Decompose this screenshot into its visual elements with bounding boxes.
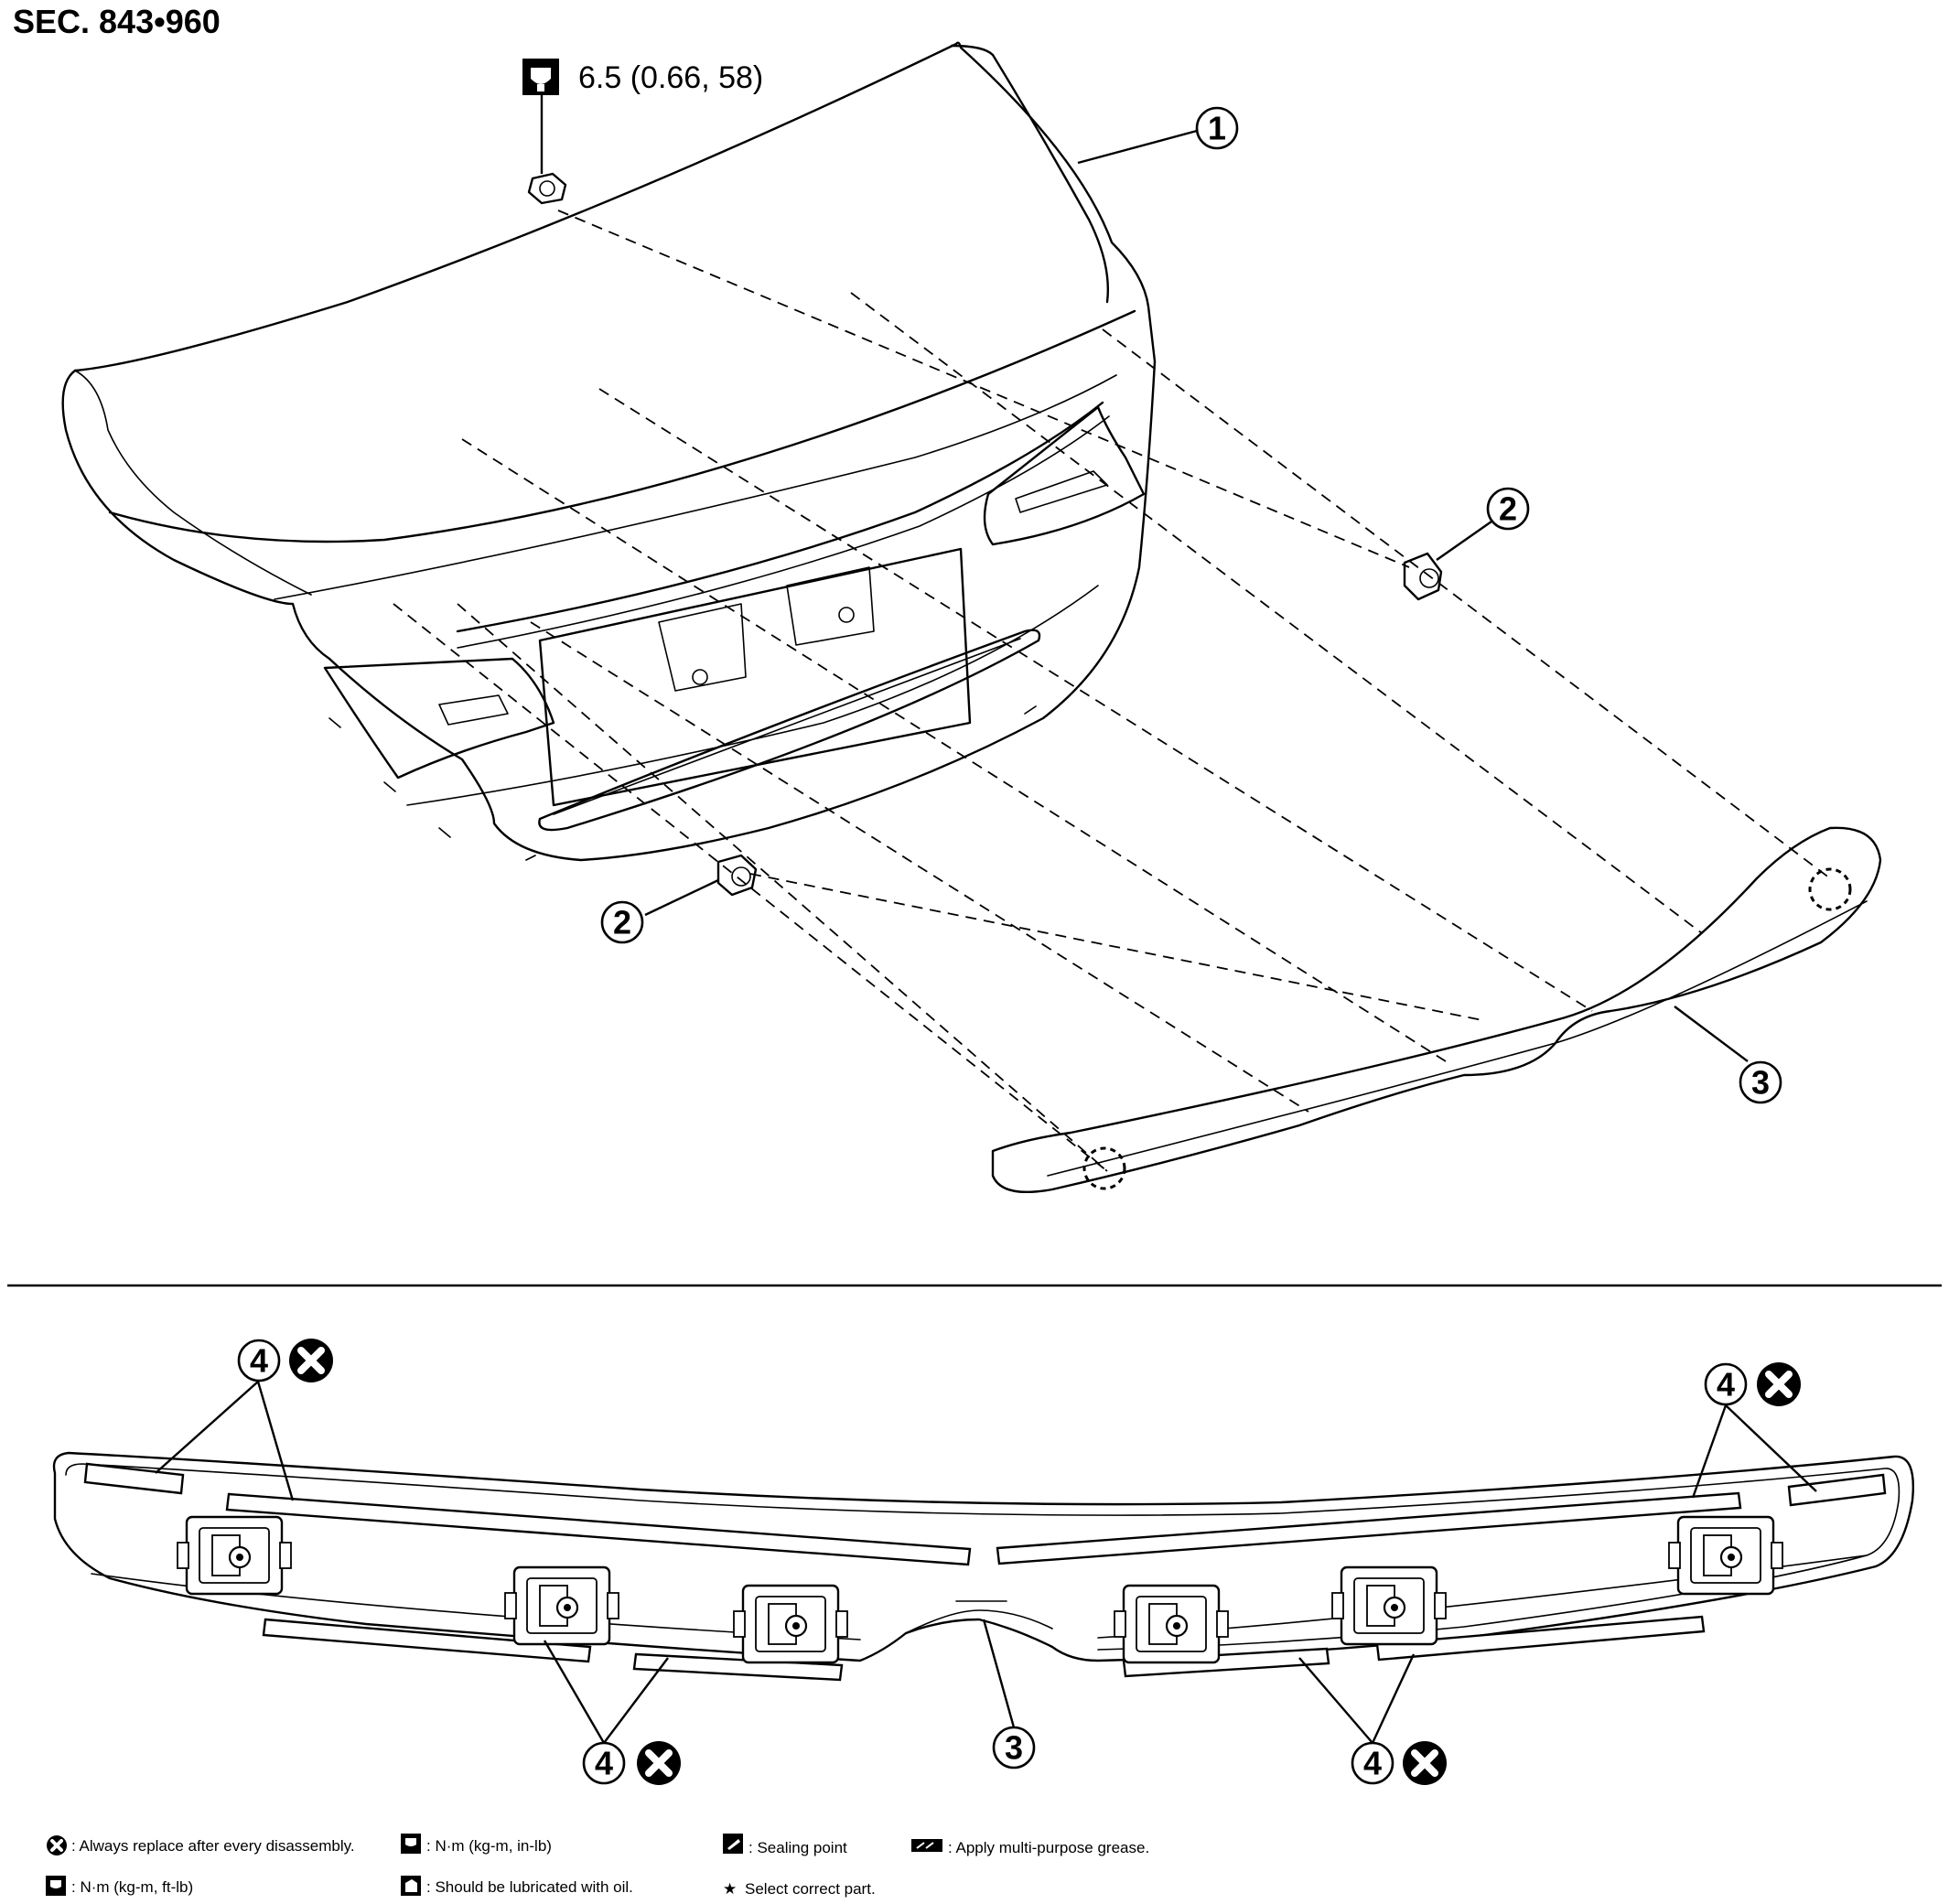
replace-x-icon bbox=[45, 1834, 69, 1857]
legend-seal: : Sealing point bbox=[748, 1839, 847, 1856]
rear-spoiler bbox=[991, 826, 1882, 1193]
bracket-3 bbox=[732, 1584, 849, 1664]
alignment-lines bbox=[393, 210, 1831, 1172]
callout-2-right: 2 bbox=[1486, 487, 1530, 531]
callout-3-bottom: 3 bbox=[992, 1726, 1036, 1770]
adhesive-tapes bbox=[83, 1462, 1887, 1682]
callout-3-top: 3 bbox=[1739, 1060, 1782, 1104]
legend-nm-in: : N·m (kg-m, in-lb) bbox=[426, 1837, 552, 1855]
legend: : Always replace after every disassembly… bbox=[45, 1834, 1149, 1898]
bracket-6 bbox=[1667, 1515, 1784, 1596]
legend-replace: : Always replace after every disassembly… bbox=[71, 1837, 355, 1855]
grease-icon bbox=[911, 1839, 942, 1852]
legend-select: Select correct part. bbox=[745, 1880, 876, 1898]
svg-text:3: 3 bbox=[1005, 1729, 1023, 1767]
bracket-4 bbox=[1113, 1584, 1230, 1664]
svg-text:4: 4 bbox=[250, 1342, 268, 1380]
svg-text:4: 4 bbox=[1717, 1366, 1735, 1404]
trunk-lid bbox=[61, 41, 1157, 862]
callout-2-left: 2 bbox=[600, 900, 644, 944]
replace-x-icon bbox=[289, 1339, 333, 1382]
bracket-1 bbox=[176, 1515, 293, 1596]
legend-nm-ft: : N·m (kg-m, ft-lb) bbox=[71, 1878, 193, 1896]
torque-spec-callout: 6.5 (0.66, 58) bbox=[522, 59, 763, 174]
callout-4-bottom-left: 4 bbox=[582, 1741, 681, 1785]
star-icon: ★ bbox=[723, 1880, 737, 1898]
callout-4-bottom-right: 4 bbox=[1351, 1741, 1447, 1785]
replace-x-icon bbox=[637, 1741, 681, 1785]
bracket-5 bbox=[1330, 1565, 1448, 1646]
legend-oil: : Should be lubricated with oil. bbox=[426, 1878, 633, 1896]
svg-text:3: 3 bbox=[1751, 1064, 1770, 1102]
section-code: SEC. 843•960 bbox=[13, 3, 221, 40]
bottom-leaders bbox=[155, 1381, 1817, 1744]
svg-text:1: 1 bbox=[1208, 110, 1226, 147]
legend-grease: : Apply multi-purpose grease. bbox=[948, 1839, 1149, 1856]
replace-x-icon bbox=[1403, 1741, 1447, 1785]
torque-value: 6.5 (0.66, 58) bbox=[578, 60, 763, 95]
clip-left bbox=[644, 854, 758, 917]
bracket-2 bbox=[503, 1565, 620, 1646]
svg-text:4: 4 bbox=[595, 1745, 613, 1782]
svg-text:2: 2 bbox=[613, 904, 631, 941]
nut bbox=[527, 172, 567, 205]
svg-text:2: 2 bbox=[1499, 490, 1517, 528]
clip-right bbox=[1403, 521, 1492, 601]
replace-x-icon bbox=[1757, 1362, 1801, 1406]
callout-4-top-right: 4 bbox=[1704, 1362, 1801, 1406]
svg-text:4: 4 bbox=[1363, 1745, 1382, 1782]
callout-4-top-left: 4 bbox=[237, 1339, 333, 1382]
callout-1: 1 bbox=[1195, 106, 1239, 150]
